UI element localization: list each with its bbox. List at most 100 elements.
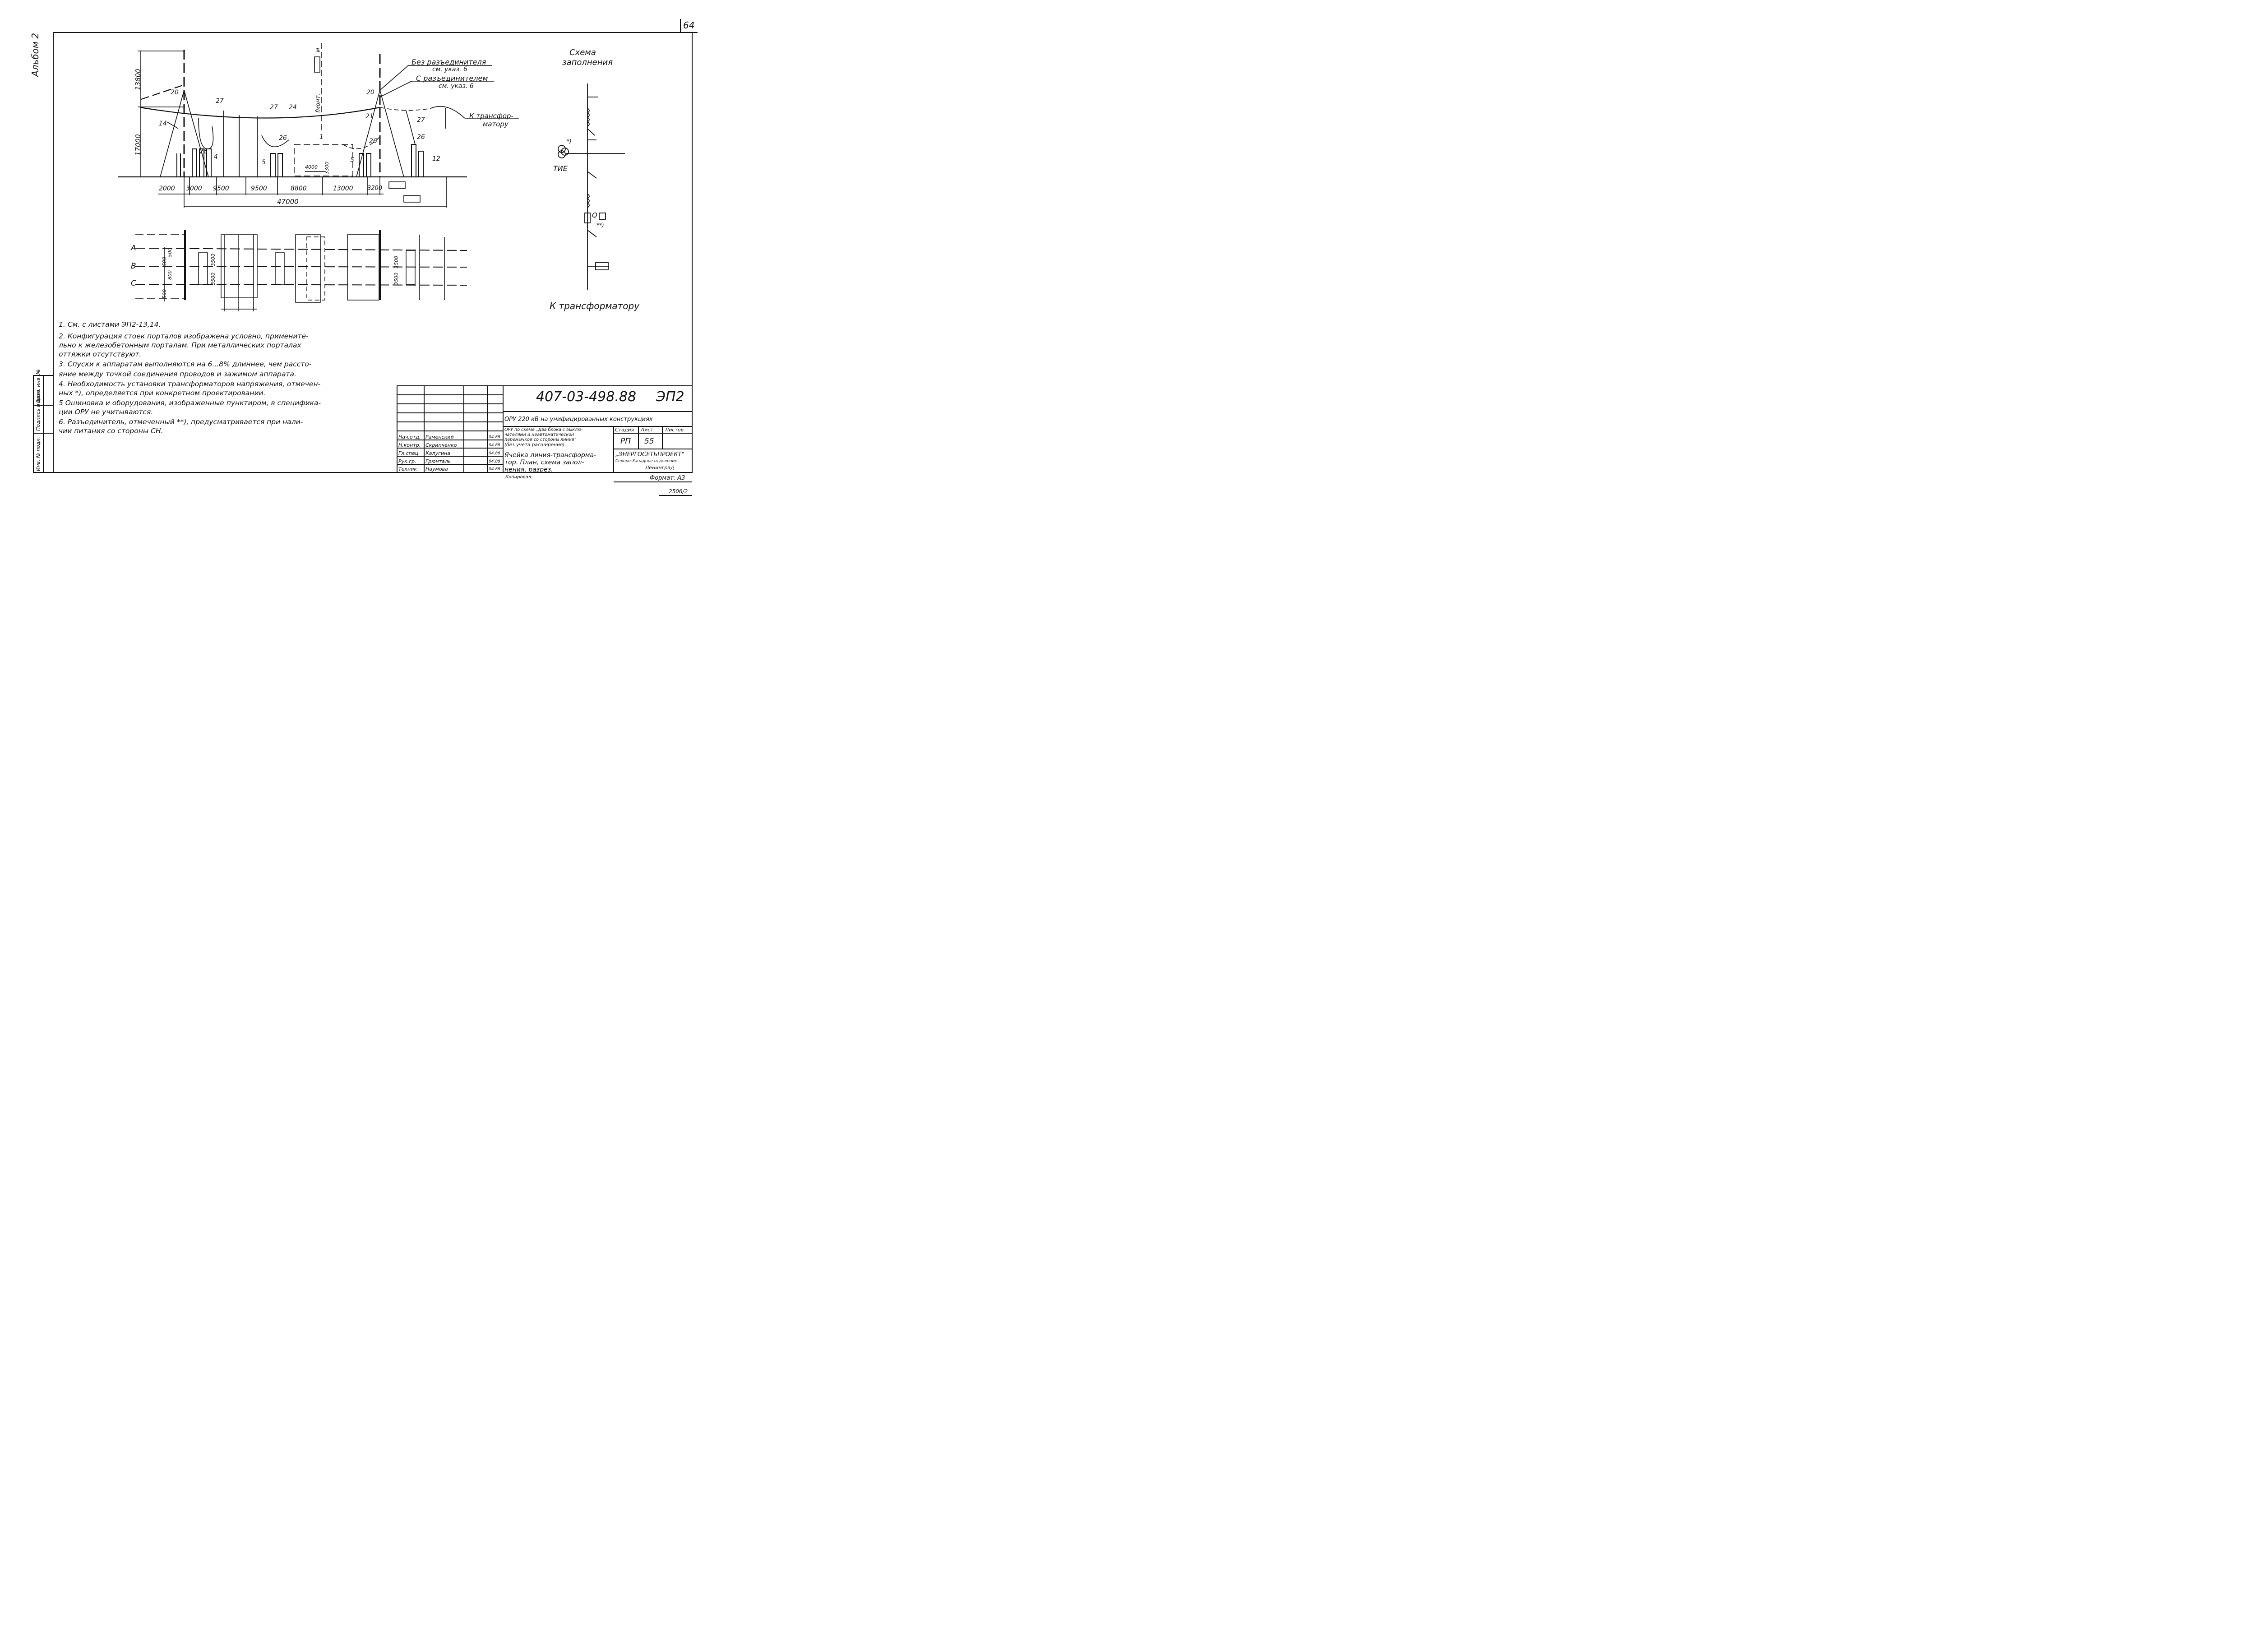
sheets-header: Листов bbox=[665, 427, 684, 433]
inv-number: 2506/2 bbox=[669, 488, 688, 495]
side-stamp-inv: Инв. № подл. bbox=[35, 437, 41, 471]
drawing-sheet bbox=[33, 19, 698, 496]
dim-3200: 3200 bbox=[367, 185, 383, 192]
sheet-value: 55 bbox=[644, 437, 654, 446]
callout-26-a: 26 bbox=[199, 148, 208, 155]
staff-name-4: Грюнталь bbox=[425, 458, 451, 464]
dim-3300: 3300 bbox=[324, 162, 330, 174]
note-line-11: 6. Разъединитель, отмеченный **), предус… bbox=[59, 418, 303, 426]
object-title: ОРУ 220 кВ на унифицированных конструкци… bbox=[504, 416, 653, 423]
format-label: Формат: А3 bbox=[650, 475, 685, 481]
note-line-4: оттяжки отсутствуют. bbox=[59, 350, 142, 358]
label-to-transformer-2: матору bbox=[483, 120, 509, 128]
org-name: „ЭНЕРГОСЕТЬПРОЕКТ" bbox=[615, 451, 684, 458]
plan-dim-500-b: 500 bbox=[167, 248, 173, 257]
sheet-number: 64 bbox=[683, 20, 695, 31]
plan-dim-3500-b: 3500 bbox=[210, 273, 216, 285]
staff-role-4: Рук.гр. bbox=[398, 458, 416, 464]
note-line-3: льно к железобетонным порталам. При мета… bbox=[59, 341, 301, 349]
staff-date-4: 04.88 bbox=[489, 459, 500, 464]
staff-date-5: 04.88 bbox=[489, 467, 500, 472]
scheme-desc-3: перемычкой со стороны линий" bbox=[504, 437, 577, 442]
callout-1: 1 bbox=[319, 134, 324, 141]
staff-name-2: Скрипченко bbox=[425, 442, 457, 448]
callout-27-a: 27 bbox=[216, 97, 224, 105]
h-mount-label: fмонт. bbox=[315, 93, 322, 113]
phase-c-label: C bbox=[131, 279, 136, 288]
note-line-8: ных *), определяется при конкретном прое… bbox=[59, 389, 266, 397]
phase-a-label: A bbox=[131, 244, 136, 253]
plan-dim-3500-d: 3500 bbox=[393, 273, 399, 285]
staff-role-1: Нач.отд. bbox=[398, 434, 421, 440]
stage-value: РП bbox=[620, 437, 631, 446]
callout-5-a: 5 bbox=[262, 159, 266, 166]
scheme-desc-4: (без учета расширения). bbox=[504, 442, 566, 448]
staff-name-3: Калугина bbox=[425, 450, 450, 456]
single-line-scheme bbox=[558, 83, 625, 290]
sheet-header: Лист bbox=[641, 427, 653, 433]
scheme-tie-label: ТИЕ bbox=[553, 164, 568, 173]
label-without-disconnector: Без разъединителя bbox=[411, 58, 486, 66]
plan-dim-500-c: 500 bbox=[162, 289, 167, 299]
staff-date-1: 04.88 bbox=[489, 435, 500, 440]
plan-dim-3500-c: 3500 bbox=[393, 256, 399, 268]
staff-date-3: 04.88 bbox=[489, 451, 500, 456]
scheme-desc-1: ОРУ по схеме „Два блока с выклю- bbox=[504, 427, 583, 432]
callout-4: 4 bbox=[214, 153, 218, 161]
dim-4000: 4000 bbox=[305, 164, 318, 170]
dim-13000: 13000 bbox=[333, 185, 353, 192]
callout-5-b: 5 bbox=[350, 157, 354, 164]
staff-name-5: Наумова bbox=[425, 466, 448, 472]
scheme-star: *) bbox=[567, 138, 572, 144]
plan-dim-500-a: 500 bbox=[162, 257, 167, 266]
dim-9500-b: 9500 bbox=[251, 185, 267, 192]
callout-27-c: 27 bbox=[417, 116, 425, 124]
staff-role-5: Техник bbox=[398, 466, 417, 472]
callout-20-right: 20 bbox=[366, 89, 374, 96]
note-line-7: 4. Необходимость установки трансформатор… bbox=[59, 380, 321, 388]
sheet-title-2: тор. План, схема запол- bbox=[504, 459, 584, 466]
label-with-disconnector: С разъединителем bbox=[416, 74, 488, 83]
plan-dim-800: 800 bbox=[167, 270, 173, 280]
callout-12: 12 bbox=[432, 155, 440, 162]
callout-26-d: 26 bbox=[417, 134, 425, 141]
album-label: Альбом 2 bbox=[30, 33, 41, 77]
note-line-6: яние между точкой соединения проводов и … bbox=[59, 370, 296, 378]
sheet-frame bbox=[53, 32, 693, 473]
staff-date-2: 04.88 bbox=[489, 443, 500, 448]
label-with-disconnector-ref: см. указ. 6 bbox=[439, 83, 474, 90]
sheet-title-1: Ячейка линия-трансформа- bbox=[504, 452, 596, 459]
note-line-2: 2. Конфигурация стоек порталов изображен… bbox=[59, 332, 309, 340]
scheme-title-2: заполнения bbox=[562, 58, 613, 67]
callout-20-left: 20 bbox=[171, 89, 179, 96]
callout-26-c: 26 bbox=[369, 138, 377, 145]
org-branch: Северо-Западное отделение bbox=[615, 459, 677, 463]
scheme-desc-2: чателями и неавтоматической bbox=[504, 432, 574, 437]
scheme-double-star: **) bbox=[596, 222, 604, 228]
h-mount-unit: м bbox=[315, 48, 322, 52]
staff-role-3: Гл.спец. bbox=[398, 450, 420, 456]
org-city: Ленинград bbox=[645, 465, 674, 471]
title-block-grid bbox=[397, 385, 693, 496]
staff-name-1: Раменский bbox=[425, 434, 454, 440]
note-line-10: ции ОРУ не учитываются. bbox=[59, 408, 153, 416]
phase-b-label: B bbox=[131, 262, 136, 271]
dim-47000: 47000 bbox=[277, 198, 299, 206]
dim-2000: 2000 bbox=[159, 185, 175, 192]
callout-14: 14 bbox=[159, 120, 167, 127]
note-line-5: 3. Спуски к аппаратам выполняются на 6..… bbox=[59, 360, 312, 368]
dim-3000: 3000 bbox=[186, 185, 202, 192]
label-without-disconnector-ref: см. указ. 6 bbox=[432, 66, 467, 73]
dim-9500-a: 9500 bbox=[213, 185, 229, 192]
dim-13800: 13800 bbox=[134, 69, 142, 90]
note-line-1: 1. См. с листами ЭП2-13,14. bbox=[59, 320, 161, 329]
sheet-code: ЭП2 bbox=[656, 389, 684, 405]
section-view bbox=[118, 43, 519, 208]
sheet-title-3: нения, разрез. bbox=[504, 466, 553, 473]
side-stamp-replace: Взам. инв. № bbox=[35, 369, 41, 403]
dim-17000: 17000 bbox=[134, 134, 142, 156]
note-line-9: 5 Ошиновка и оборудования, изображенные … bbox=[59, 399, 321, 407]
scheme-q-label: Q bbox=[592, 211, 597, 219]
copied-label: Копировал: bbox=[505, 475, 533, 480]
doc-code: 407-03-498.88 bbox=[536, 389, 637, 405]
